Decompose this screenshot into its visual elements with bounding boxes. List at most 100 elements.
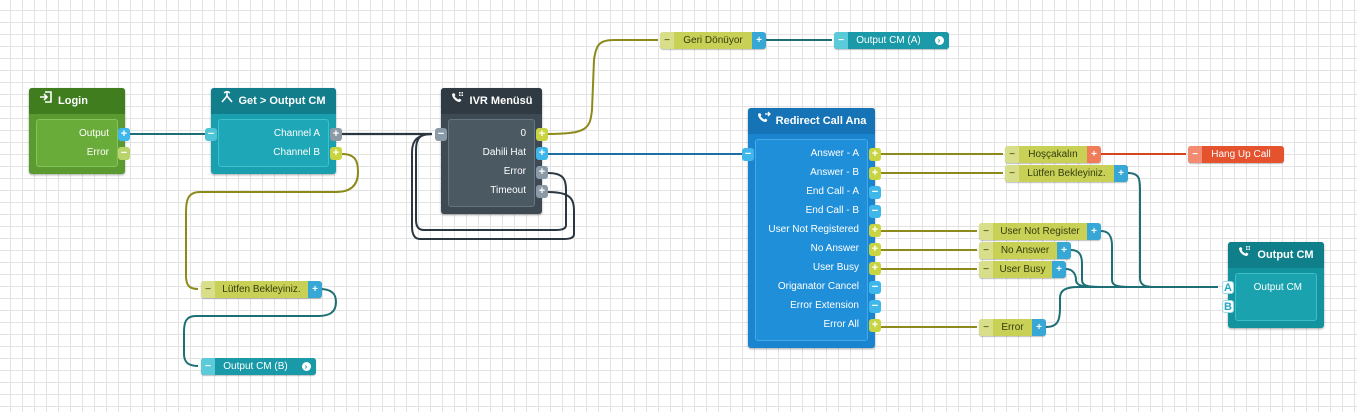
output-cm-b-in-port[interactable]: − bbox=[201, 358, 215, 375]
ivr-timeout-label: Timeout bbox=[490, 185, 526, 196]
output-cm-b-node[interactable]: − Output CM (B) › bbox=[201, 358, 316, 375]
user-busy-in-port[interactable]: − bbox=[979, 261, 993, 278]
ivr-dahili-hat-port[interactable]: + bbox=[536, 147, 548, 160]
end-call-a-port[interactable]: − bbox=[869, 186, 881, 199]
phone-forward-icon bbox=[757, 107, 771, 133]
output-cm-a-in-port[interactable]: − bbox=[834, 32, 848, 49]
hoscakalin-in-port[interactable]: − bbox=[1005, 146, 1019, 163]
wire-lutfen2-output bbox=[1127, 172, 1218, 288]
output-cm-body-label: Output CM bbox=[1253, 282, 1302, 293]
no-answer-node[interactable]: − No Answer + bbox=[979, 242, 1071, 259]
output-cm-input-b[interactable]: B bbox=[1222, 300, 1234, 313]
ivr-menu-node[interactable]: IVR Menüsü 0 Dahili Hat Error Timeout − … bbox=[435, 88, 548, 214]
lutfen-bekleyiniz-2-node[interactable]: − Lütfen Bekleyiniz. + bbox=[1005, 165, 1128, 182]
ivr-timeout-port[interactable]: + bbox=[536, 185, 548, 198]
end-call-a-label: End Call - A bbox=[806, 186, 859, 197]
login-error-label: Error bbox=[86, 147, 109, 158]
no-answer-in-port[interactable]: − bbox=[979, 242, 993, 259]
wire-error-output bbox=[1045, 286, 1218, 328]
output-cm-a-node[interactable]: − Output CM (A) › bbox=[834, 32, 949, 49]
output-cm-body: Output CM bbox=[1235, 273, 1317, 321]
redirect-input-port[interactable]: − bbox=[742, 148, 754, 161]
redirect-call-node[interactable]: Redirect Call Ana Answer - A Answer - B … bbox=[742, 108, 881, 348]
channel-a-label: Channel A bbox=[273, 128, 320, 139]
end-call-b-label: End Call - B bbox=[805, 205, 859, 216]
user-not-register-out-port[interactable]: + bbox=[1087, 223, 1101, 240]
hang-up-in-port[interactable]: − bbox=[1188, 146, 1202, 163]
answer-b-port[interactable]: + bbox=[869, 167, 881, 180]
get-output-node-header[interactable]: Get > Output CM bbox=[211, 88, 336, 114]
hoscakalin-node[interactable]: − Hoşçakalın + bbox=[1005, 146, 1101, 163]
hang-up-label: Hang Up Call bbox=[1211, 149, 1271, 160]
hoscakalin-out-port[interactable]: + bbox=[1087, 146, 1101, 163]
user-not-register-node[interactable]: − User Not Register + bbox=[979, 223, 1101, 240]
login-node-header[interactable]: Login bbox=[29, 88, 125, 114]
no-answer-out-port[interactable]: + bbox=[1057, 242, 1071, 259]
get-output-title: Get > Output CM bbox=[238, 95, 326, 107]
lutfen-bekleyiniz-1-node[interactable]: − Lütfen Bekleyiniz. + bbox=[201, 281, 322, 298]
user-not-registered-port[interactable]: + bbox=[869, 224, 881, 237]
output-cm-title: Output CM bbox=[1257, 249, 1314, 261]
error-in-port[interactable]: − bbox=[979, 319, 993, 336]
user-busy-pill-label: User Busy bbox=[999, 264, 1046, 275]
get-output-input-port[interactable]: − bbox=[205, 128, 217, 141]
login-error-port[interactable]: − bbox=[118, 147, 130, 160]
geri-donuyor-out-port[interactable]: + bbox=[752, 32, 766, 49]
no-answer-label: No Answer bbox=[810, 243, 859, 254]
originator-cancel-port[interactable]: − bbox=[869, 281, 881, 294]
lutfen-1-out-port[interactable]: + bbox=[308, 281, 322, 298]
error-node[interactable]: − Error + bbox=[979, 319, 1046, 336]
phone-keypad-icon bbox=[1238, 241, 1252, 267]
no-answer-port[interactable]: + bbox=[869, 243, 881, 256]
channel-b-port[interactable]: + bbox=[330, 147, 342, 160]
hang-up-call-node[interactable]: − Hang Up Call bbox=[1188, 146, 1284, 163]
geri-donuyor-node[interactable]: − Geri Dönüyor + bbox=[660, 32, 766, 49]
fork-icon bbox=[221, 87, 234, 113]
chevron-right-icon[interactable]: › bbox=[296, 358, 316, 375]
get-output-node[interactable]: Get > Output CM Channel A Channel B − + … bbox=[205, 88, 342, 174]
output-cm-header[interactable]: Output CM bbox=[1228, 242, 1324, 268]
login-output-label: Output bbox=[78, 128, 109, 139]
phone-keypad-icon bbox=[451, 87, 465, 113]
channel-a-port[interactable]: + bbox=[330, 128, 342, 141]
ivr-error-port[interactable]: + bbox=[536, 166, 548, 179]
error-extension-label: Error Extension bbox=[790, 300, 859, 311]
user-busy-out-port[interactable]: + bbox=[1052, 261, 1066, 278]
ivr-0-port[interactable]: + bbox=[536, 128, 548, 141]
error-all-label: Error All bbox=[823, 319, 859, 330]
error-extension-port[interactable]: − bbox=[869, 300, 881, 313]
user-busy-label: User Busy bbox=[812, 262, 859, 273]
login-title: Login bbox=[58, 95, 88, 107]
lutfen-2-in-port[interactable]: − bbox=[1005, 165, 1019, 182]
user-busy-port[interactable]: + bbox=[869, 262, 881, 275]
lutfen-1-in-port[interactable]: − bbox=[201, 281, 215, 298]
output-cm-node[interactable]: Output CM Output CM A B bbox=[1222, 242, 1324, 328]
redirect-call-title: Redirect Call Ana bbox=[775, 115, 867, 127]
ivr-0-label: 0 bbox=[520, 128, 526, 139]
wire-userbusy-output bbox=[1065, 268, 1218, 288]
geri-donuyor-in-port[interactable]: − bbox=[660, 32, 674, 49]
wire-lutfen-output-b bbox=[183, 288, 338, 367]
error-out-port[interactable]: + bbox=[1032, 319, 1046, 336]
lutfen-1-label: Lütfen Bekleyiniz. bbox=[222, 284, 301, 295]
lutfen-2-out-port[interactable]: + bbox=[1114, 165, 1128, 182]
get-output-body: Channel A Channel B bbox=[218, 119, 329, 167]
output-cm-input-a[interactable]: A bbox=[1222, 281, 1234, 294]
login-node[interactable]: Login Output Error + − bbox=[29, 88, 130, 174]
chevron-right-icon[interactable]: › bbox=[929, 32, 949, 49]
ivr-input-port[interactable]: − bbox=[435, 128, 447, 141]
geri-donuyor-label: Geri Dönüyor bbox=[683, 35, 743, 46]
ivr-menu-title: IVR Menüsü bbox=[469, 95, 533, 107]
user-busy-node[interactable]: − User Busy + bbox=[979, 261, 1066, 278]
error-all-port[interactable]: + bbox=[869, 319, 881, 332]
end-call-b-port[interactable]: − bbox=[869, 205, 881, 218]
user-not-register-in-port[interactable]: − bbox=[979, 223, 993, 240]
ivr-menu-header[interactable]: IVR Menüsü bbox=[441, 88, 542, 114]
login-output-port[interactable]: + bbox=[118, 128, 130, 141]
redirect-call-header[interactable]: Redirect Call Ana bbox=[748, 108, 875, 134]
answer-a-port[interactable]: + bbox=[869, 148, 881, 161]
lutfen-2-label: Lütfen Bekleyiniz. bbox=[1027, 168, 1106, 179]
login-body: Output Error bbox=[36, 119, 118, 167]
wire-ivr-zero bbox=[547, 39, 658, 135]
